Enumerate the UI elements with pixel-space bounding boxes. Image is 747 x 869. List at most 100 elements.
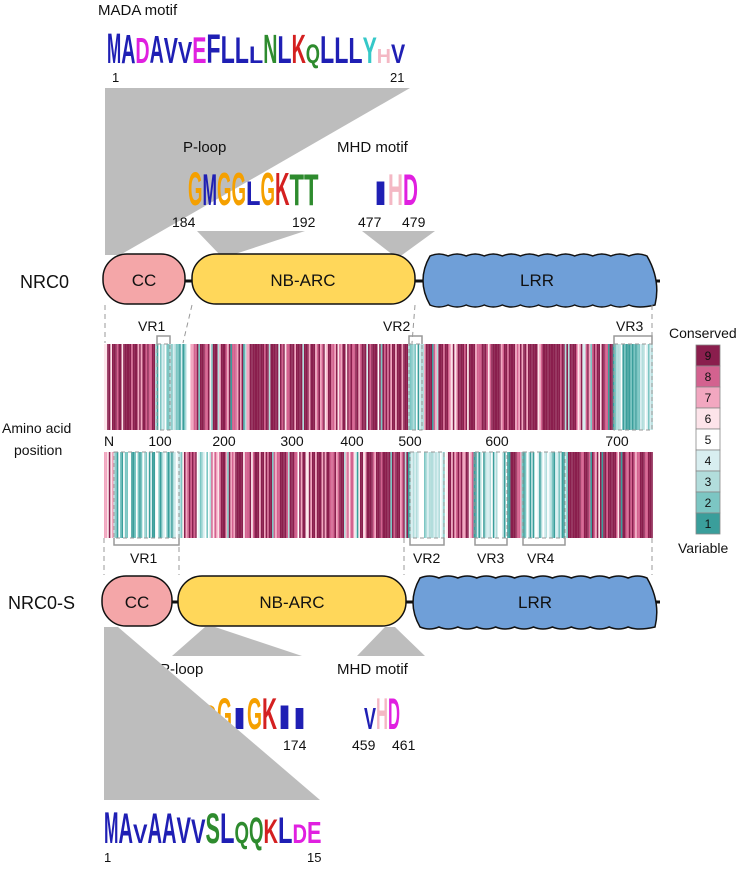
- conservation-bar: [182, 452, 184, 538]
- conservation-bar: [604, 452, 607, 538]
- conservation-bar: [569, 344, 572, 430]
- conservation-bar: [478, 344, 480, 430]
- logo-letter: I: [277, 699, 292, 737]
- conservation-bar: [214, 344, 216, 430]
- nrc0s-mhd-title: MHD motif: [337, 661, 409, 678]
- conservation-bar: [392, 452, 394, 538]
- conservation-bar: [587, 452, 589, 538]
- conservation-bar: [192, 452, 194, 538]
- conservation-bar: [459, 452, 461, 538]
- conservation-bar: [508, 344, 511, 430]
- conservation-bar: [489, 344, 492, 430]
- conservation-bar: [622, 344, 624, 430]
- conservation-bar: [577, 452, 580, 538]
- axis-tick-label: 600: [485, 433, 509, 449]
- conservation-bar: [240, 452, 242, 538]
- conservation-bar: [432, 344, 434, 430]
- legend-conserved-label: Conserved: [669, 325, 737, 341]
- conservation-bar: [268, 344, 271, 430]
- conservation-bar: [448, 452, 450, 538]
- conservation-bar: [468, 344, 471, 430]
- conservation-bar: [158, 344, 160, 430]
- conservation-bar: [179, 452, 181, 538]
- conservation-bar: [204, 452, 207, 538]
- logo-letter: G: [232, 163, 247, 215]
- conservation-bar: [225, 344, 228, 430]
- conservation-bar: [283, 452, 285, 538]
- conservation-bar: [356, 452, 359, 538]
- conservation-bar: [134, 452, 136, 538]
- conservation-bar: [321, 452, 324, 538]
- conservation-bar: [456, 452, 458, 538]
- conservation-bar: [176, 344, 178, 430]
- conservation-bar: [616, 452, 618, 538]
- conservation-bar: [424, 452, 426, 538]
- conservation-bar: [340, 452, 343, 538]
- conservation-bar: [464, 344, 466, 430]
- conservation-bar: [632, 452, 634, 538]
- conservation-bar: [353, 344, 356, 430]
- conservation-bar: [214, 452, 216, 538]
- conservation-bar: [436, 344, 439, 430]
- conservation-bar: [192, 344, 194, 430]
- conservation-bar: [337, 452, 340, 538]
- logo-letter: V: [391, 38, 406, 69]
- logo-letter: L: [278, 810, 293, 852]
- conservation-bar: [497, 344, 500, 430]
- conservation-bar: [646, 344, 648, 430]
- conservation-bar: [638, 344, 640, 430]
- conservation-bar: [203, 452, 205, 538]
- conservation-bar: [532, 452, 535, 538]
- conservation-bar: [564, 452, 567, 538]
- conservation-bar: [292, 452, 295, 538]
- conservation-bar: [236, 452, 239, 538]
- conservation-bar: [502, 344, 504, 430]
- conservation-bar: [635, 452, 637, 538]
- nrc0-vr3-label: VR3: [616, 318, 643, 334]
- conservation-bar: [644, 452, 647, 538]
- conservation-bar: [476, 344, 479, 430]
- conservation-bar: [537, 344, 540, 430]
- conservation-bar: [166, 452, 168, 538]
- conservation-bar: [369, 452, 372, 538]
- conservation-bar: [620, 344, 623, 430]
- conservation-bar: [112, 452, 114, 538]
- conservation-bar: [320, 344, 322, 430]
- conservation-bar: [150, 344, 152, 430]
- conservation-bar: [180, 344, 183, 430]
- conservation-bar: [153, 452, 156, 538]
- legend-level-label: 3: [705, 475, 712, 489]
- conservation-bar: [480, 452, 482, 538]
- conservation-bar: [131, 344, 133, 430]
- conservation-bar: [388, 452, 391, 538]
- logo-letter: L: [348, 31, 362, 71]
- conservation-bar: [582, 452, 584, 538]
- legend-variable-label: Variable: [678, 540, 729, 556]
- conservation-bar: [588, 344, 591, 430]
- conservation-bar: [628, 344, 631, 430]
- conservation-bar: [248, 452, 250, 538]
- conservation-bar: [556, 344, 559, 430]
- conservation-bar: [152, 452, 154, 538]
- conservation-bar: [492, 452, 495, 538]
- conservation-bar: [449, 344, 452, 430]
- logo-letter: V: [364, 702, 376, 736]
- nrc0-conservation-strip: [104, 344, 653, 430]
- conservation-bar: [603, 452, 605, 538]
- conservation-bar: [396, 344, 399, 430]
- conservation-bar: [372, 344, 375, 430]
- conservation-bar: [260, 344, 263, 430]
- conservation-bar: [262, 452, 264, 538]
- conservation-bar: [300, 452, 303, 538]
- logo-letter: G: [247, 690, 262, 739]
- conservation-bar: [139, 452, 141, 538]
- conservation-bar: [265, 452, 268, 538]
- conservation-bar: [313, 344, 316, 430]
- conservation-bar: [427, 344, 429, 430]
- logo-letter: D: [388, 690, 400, 739]
- conservation-bar: [571, 344, 573, 430]
- conservation-bar: [227, 344, 229, 430]
- logo-letter: L: [221, 28, 235, 72]
- nrc0s-nbarc-label: NB-ARC: [259, 593, 324, 612]
- conservation-bar: [536, 452, 538, 538]
